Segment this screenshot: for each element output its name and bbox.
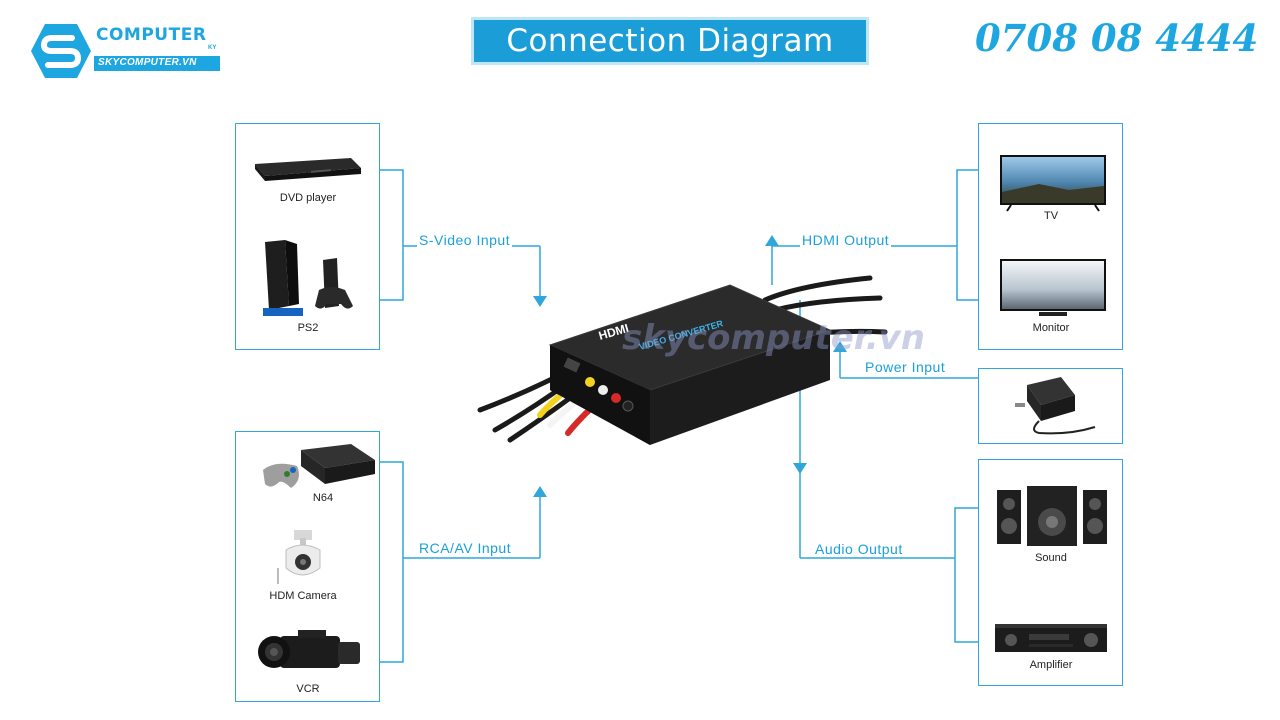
diagram-title: Connection Diagram — [506, 23, 834, 59]
device-vcr: VCR — [296, 683, 320, 695]
security-camera-icon — [277, 530, 321, 584]
n64-console-icon — [263, 444, 375, 488]
audio-output-devices-box: Sound Amplifier — [978, 459, 1123, 686]
device-hdm-camera: HDM Camera — [269, 590, 337, 602]
svideo-devices-box: DVD player PS2 — [235, 123, 380, 350]
label-power-input: Power Input — [863, 359, 948, 375]
power-adapter-icon — [1015, 377, 1096, 435]
camcorder-icon — [258, 630, 360, 668]
device-ps2: PS2 — [297, 322, 319, 334]
arrow-up-icon — [833, 341, 847, 352]
power-adapter-box — [978, 368, 1123, 444]
logo-url-text: SKYCOMPUTER.VN — [98, 57, 197, 68]
device-tv: TV — [1043, 210, 1059, 222]
logo-hexagon-icon — [31, 24, 91, 78]
dvd-player-icon — [255, 158, 361, 181]
amplifier-icon — [995, 624, 1107, 652]
brand-logo: COMPUTER KY SKYCOMPUTER.VN — [30, 22, 230, 82]
monitor-icon — [1000, 259, 1106, 316]
device-monitor: Monitor — [1032, 322, 1070, 334]
arrow-up-icon — [765, 235, 779, 246]
logo-sub-text: KY — [208, 45, 217, 51]
logo-url-bar — [94, 56, 220, 71]
arrow-down-icon — [793, 463, 807, 474]
label-rca-input: RCA/AV Input — [417, 540, 514, 556]
hdmi-output-devices-box: TV Monitor — [978, 123, 1123, 350]
ps2-console-icon — [263, 240, 353, 316]
logo-brand-text: COMPUTER — [96, 25, 207, 45]
device-amplifier: Amplifier — [1029, 659, 1073, 671]
label-svideo-input: S-Video Input — [417, 232, 513, 248]
watermark: skycomputer.vn — [622, 318, 926, 358]
phone-number: 0708 08 4444 — [975, 16, 1259, 60]
tv-icon — [1000, 155, 1106, 212]
arrow-up-icon — [533, 486, 547, 497]
label-audio-output: Audio Output — [813, 541, 905, 557]
arrow-down-icon — [533, 296, 547, 307]
diagram-title-box: Connection Diagram — [471, 17, 869, 65]
device-sound: Sound — [1035, 552, 1067, 564]
rca-devices-box: N64 HDM Camera VCR — [235, 431, 380, 702]
speaker-system-icon — [997, 486, 1107, 546]
device-n64: N64 — [312, 492, 334, 504]
device-dvd-player: DVD player — [279, 192, 337, 204]
video-converter-device: HDMI VIDEO CONVERTER — [477, 275, 888, 445]
label-hdmi-output: HDMI Output — [800, 232, 892, 248]
